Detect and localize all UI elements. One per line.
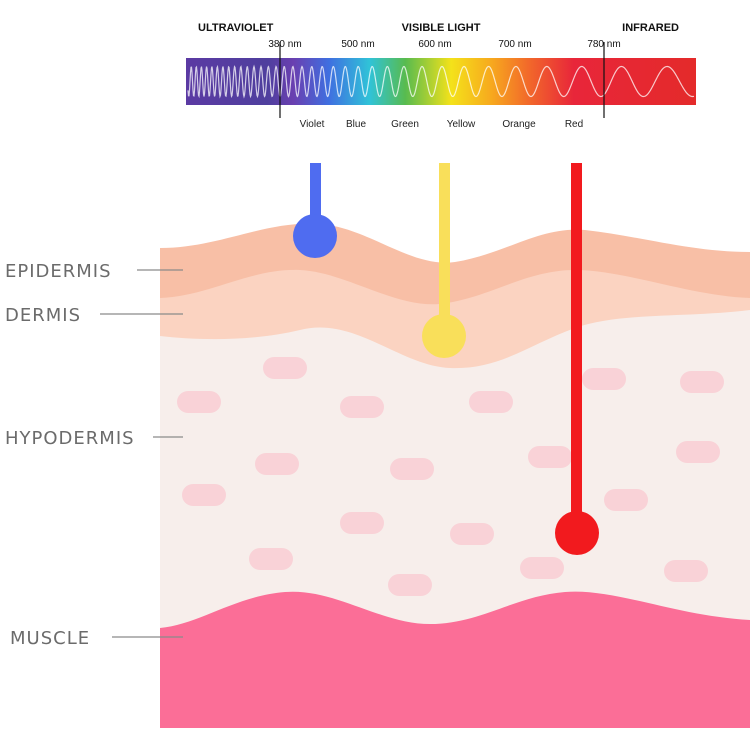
color-orange: Orange [502, 119, 536, 130]
layer-labels: EPIDERMIS DERMIS HYPODERMIS MUSCLE [5, 261, 183, 649]
wavelength-600: 600 nm [418, 39, 451, 50]
wavelength-700: 700 nm [498, 39, 531, 50]
fat-cell [177, 391, 221, 413]
color-yellow: Yellow [447, 119, 476, 130]
fat-cell [676, 441, 720, 463]
wavelength-380: 380 nm [268, 39, 301, 50]
tissue-cross-section [160, 223, 750, 730]
fat-cell [182, 484, 226, 506]
blue-probe-tip [293, 214, 337, 258]
spectrum-header: ULTRAVIOLET VISIBLE LIGHT INFRARED 380 n… [198, 22, 679, 50]
wavelength-wave [187, 64, 695, 99]
color-green: Green [391, 119, 419, 130]
muscle-label: MUSCLE [10, 628, 90, 649]
fat-cell [469, 391, 513, 413]
fat-cell [604, 489, 648, 511]
color-blue: Blue [346, 119, 366, 130]
color-red: Red [565, 119, 583, 130]
muscle-layer [160, 591, 750, 730]
infrared-label: INFRARED [622, 22, 679, 34]
red-probe-shaft [571, 163, 582, 529]
fat-cell [582, 368, 626, 390]
blue-light-probe [293, 163, 337, 258]
red-light-probe [555, 163, 599, 555]
spectrum-bar [186, 42, 696, 118]
bottom-whitespace [160, 728, 750, 730]
yellow-probe-tip [422, 314, 466, 358]
fat-cell [340, 396, 384, 418]
fat-cell [664, 560, 708, 582]
fat-cell [390, 458, 434, 480]
color-violet: Violet [300, 119, 325, 130]
blue-probe-shaft [310, 163, 321, 229]
fat-cell [340, 512, 384, 534]
fat-cell [255, 453, 299, 475]
fat-cell [388, 574, 432, 596]
fat-cell [249, 548, 293, 570]
yellow-probe-shaft [439, 163, 450, 331]
epidermis-label: EPIDERMIS [5, 261, 112, 282]
red-probe-tip [555, 511, 599, 555]
hypodermis-label: HYPODERMIS [5, 428, 135, 449]
dermis-label: DERMIS [5, 305, 81, 326]
ultraviolet-label: ULTRAVIOLET [198, 22, 274, 34]
wavelength-500: 500 nm [341, 39, 374, 50]
fat-cell [450, 523, 494, 545]
fat-cell [263, 357, 307, 379]
fat-cell [680, 371, 724, 393]
fat-cells [177, 357, 724, 596]
fat-cell [528, 446, 572, 468]
fat-cell [520, 557, 564, 579]
color-names: Violet Blue Green Yellow Orange Red [300, 119, 584, 130]
visible-light-label: VISIBLE LIGHT [402, 22, 481, 34]
yellow-light-probe [422, 163, 466, 358]
